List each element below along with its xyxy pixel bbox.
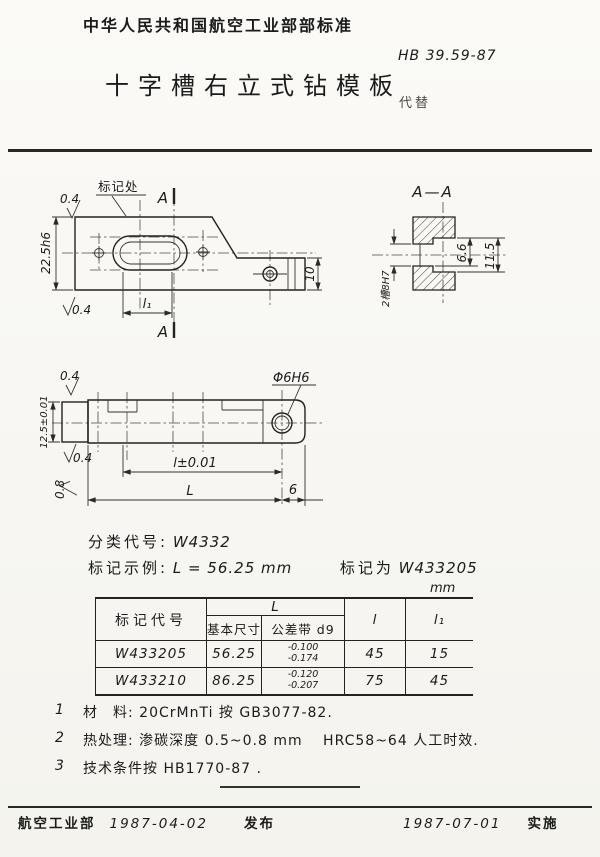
table-row-l: 75 — [344, 667, 406, 696]
technical-drawing: A A 标记处 0.4 22.5h6 0.4 l₁ 10 A— — [39, 179, 508, 506]
section-title: A—A — [411, 183, 454, 201]
table-unit-label: mm — [430, 581, 456, 596]
roughness-bottom-value: 0.4 — [73, 451, 92, 465]
section-aa-drawing: A—A 2槽8H7 6.6 11.5 — [372, 183, 508, 307]
marking-example-value: L = 56.25 mm — [172, 559, 293, 577]
marked-as-value: W433205 — [398, 559, 478, 577]
height-dimension: 12.5±0.01 — [39, 396, 50, 449]
outer-depth-dimension: 11.5 — [483, 243, 497, 270]
table-row-code: W433210 — [95, 667, 207, 696]
footer-rule — [8, 806, 592, 808]
mark-place-label: 标记处 — [98, 179, 139, 194]
marking-example-line: 标记示例: L = 56.25 mm 标记为 W433205 — [88, 557, 478, 578]
table-row-code: W433205 — [95, 640, 207, 668]
section-hatch-top — [412, 216, 456, 245]
table-row-l: 45 — [344, 640, 406, 668]
classification-label: 分类代号: — [88, 533, 169, 551]
col-header-l1: l₁ — [405, 597, 473, 641]
roughness-icon — [62, 296, 76, 317]
section-hatch-bottom — [412, 265, 456, 291]
implementation-date: 1987-07-01 — [403, 816, 502, 832]
note-line: 2 热处理: 渗碳深度 0.5~0.8 mm HRC58~64 人工时效. — [55, 730, 479, 749]
table-row-basic: 86.25 — [206, 667, 262, 696]
spec-table: 标记代号 L l l₁ 基本尺寸 公差带 d9 W433205 56.25 -0… — [95, 597, 473, 696]
classification-code: W4332 — [172, 533, 231, 551]
footer-issue: 航空工业部 1987-04-02 发布 — [18, 812, 275, 832]
col-header-code: 标记代号 — [95, 597, 207, 641]
top-view-left-end — [61, 401, 89, 443]
footer-implementation: 1987-07-01 实施 — [403, 812, 558, 832]
notes-section: 1 材 料: 20CrMnTi 按 GB3077-82. 2 热处理: 渗碳深度… — [55, 702, 479, 786]
roughness-icon — [58, 481, 78, 496]
table-row-tolerance: -0.120 -0.207 — [261, 667, 345, 696]
table-row-l1: 15 — [405, 640, 473, 668]
implementation-label: 实施 — [527, 816, 559, 832]
roughness-top-value: 0.4 — [60, 369, 79, 383]
replaces-note: 代替 — [399, 96, 432, 111]
roughness-top-value: 0.4 — [60, 192, 79, 206]
note-line: 1 材 料: 20CrMnTi 按 GB3077-82. — [55, 702, 333, 721]
end-offset-dimension: 6 — [289, 483, 297, 498]
note-line: 3 技术条件按 HB1770-87 . — [55, 758, 262, 777]
classification-line: 分类代号: W4332 — [88, 531, 231, 552]
front-view-drawing: A A 标记处 0.4 22.5h6 0.4 l₁ 10 — [39, 179, 322, 341]
inner-depth-dimension: 6.6 — [455, 243, 469, 262]
roughness-icon — [63, 443, 77, 464]
roughness-icon — [65, 376, 80, 397]
marked-as-label: 标记为 — [339, 559, 394, 577]
slot-dimension: 2槽8H7 — [380, 270, 392, 307]
standard-org-title: 中华人民共和国航空工业部部标准 — [83, 16, 354, 35]
section-letter-bottom: A — [157, 323, 170, 341]
roughness-bottom-value: 0.4 — [72, 303, 91, 317]
l1-dimension: l₁ — [143, 297, 152, 312]
page-title: 十字槽右立式钻模板 — [105, 72, 402, 100]
table-row-tolerance: -0.100 -0.174 — [261, 640, 345, 668]
top-view-outline — [87, 399, 306, 444]
col-header-basic: 基本尺寸 — [206, 615, 262, 641]
section-letter-top: A — [157, 189, 170, 207]
issue-label: 发布 — [243, 816, 275, 832]
issue-date: 1987-04-02 — [109, 816, 208, 832]
step-height-dimension: 10 — [303, 266, 317, 282]
hole-dimension: Φ6H6 — [273, 371, 310, 386]
standard-number: HB 39.59-87 — [398, 48, 497, 64]
notes-end-rule — [220, 786, 360, 788]
overall-length-dimension: L — [186, 484, 193, 499]
roughness-icon — [66, 199, 81, 220]
height-dimension: 22.5h6 — [39, 232, 53, 274]
front-view-outline — [74, 216, 306, 291]
table-row-basic: 56.25 — [206, 640, 262, 668]
marking-example-label: 标记示例: — [88, 559, 169, 577]
top-view-drawing: Φ6H6 0.4 12.5±0.01 0.4 0.8 l±0.01 L — [39, 369, 323, 506]
table-row-l1: 45 — [405, 667, 473, 696]
header-rule — [8, 149, 592, 152]
issuer-name: 航空工业部 — [18, 816, 96, 832]
col-header-l: l — [344, 597, 406, 641]
col-header-L-group: L — [206, 597, 345, 616]
l-dimension: l±0.01 — [173, 456, 216, 471]
col-header-tolerance: 公差带 d9 — [261, 615, 345, 641]
roughness-end-value: 0.8 — [53, 480, 67, 499]
